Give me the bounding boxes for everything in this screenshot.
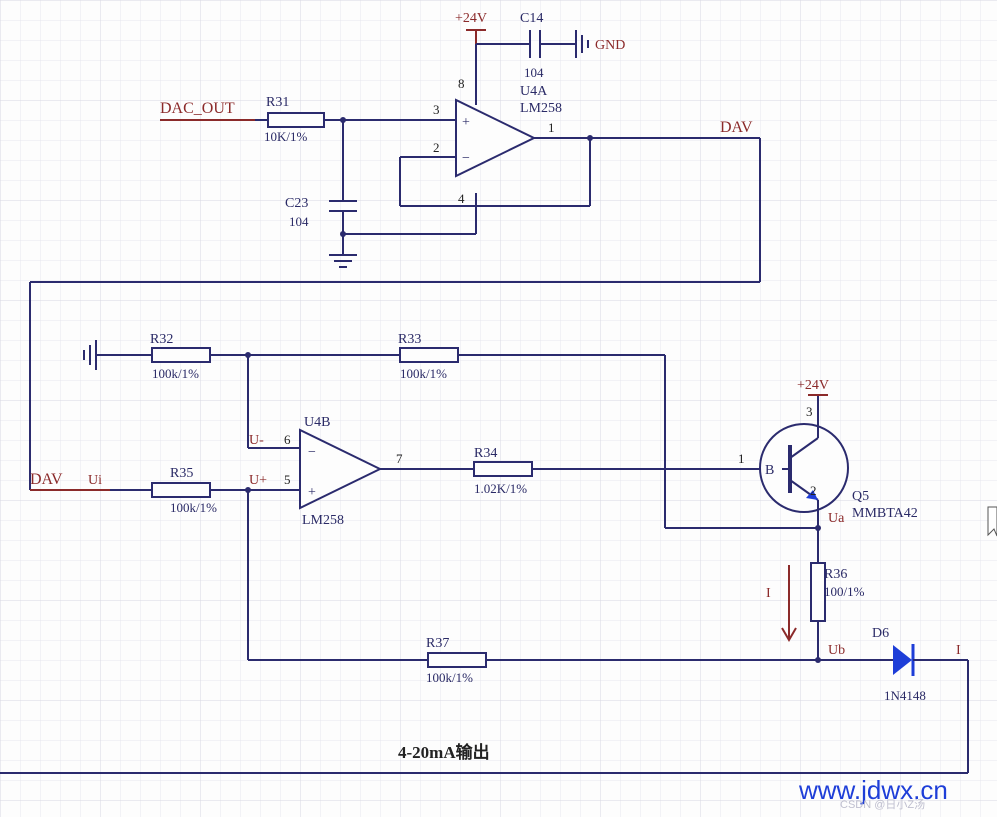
u4a-plus-sign: + xyxy=(462,115,470,130)
r31-resistor xyxy=(267,112,325,128)
net-label-u-minus: U- xyxy=(249,433,264,448)
u4a-pin1: 1 xyxy=(548,120,555,135)
r33-value: 100k/1% xyxy=(400,366,447,381)
q5-pin3: 3 xyxy=(806,404,813,419)
u4b-pin5: 5 xyxy=(284,472,291,487)
u4a-opamp xyxy=(455,98,537,178)
u4b-minus-sign: − xyxy=(308,445,316,460)
u4a-pin3: 3 xyxy=(433,102,440,117)
u4a-pin8: 8 xyxy=(458,76,465,91)
q5-pin2: 2 xyxy=(810,483,817,498)
r36-value: 100/1% xyxy=(824,584,865,599)
u4a-stage: DAC_OUT R31 10K/1% C23 104 + − 3 2 1 8 4 xyxy=(29,11,761,490)
csdn-watermark: CSDN @日小Z汤 xyxy=(840,797,925,811)
u4a-value: LM258 xyxy=(520,101,562,116)
u4b-plus-sign: + xyxy=(308,485,316,500)
r37-resistor xyxy=(427,652,487,668)
vcc-label-q5: +24V xyxy=(797,378,829,393)
u4b-stage: R32 100k/1% R33 100k/1% U- DAV Ui R35 10… xyxy=(0,332,969,774)
r31-ref: R31 xyxy=(266,95,289,110)
r32-ref: R32 xyxy=(150,332,173,347)
net-label-ub: Ub xyxy=(828,643,845,658)
c14-value: 104 xyxy=(524,65,544,80)
u4b-pin7: 7 xyxy=(396,451,403,466)
net-label-dav-top: DAV xyxy=(720,119,753,136)
r34-ref: R34 xyxy=(474,446,497,461)
net-label-i-right: I xyxy=(956,643,961,658)
c23-value: 104 xyxy=(289,214,309,229)
r32-value: 100k/1% xyxy=(152,366,199,381)
r36-resistor xyxy=(810,562,826,622)
u4b-ref: U4B xyxy=(304,415,330,430)
u4b-value: LM258 xyxy=(302,513,344,528)
net-label-ui: Ui xyxy=(88,473,102,488)
net-label-dac-out: DAC_OUT xyxy=(160,100,235,117)
c23-ref: C23 xyxy=(285,196,308,211)
r37-value: 100k/1% xyxy=(426,670,473,685)
q5-ref: Q5 xyxy=(852,489,869,504)
d6-ref: D6 xyxy=(872,626,889,641)
r35-resistor xyxy=(151,482,211,498)
r32-resistor xyxy=(151,347,211,363)
r36-ref: R36 xyxy=(824,567,847,582)
vcc-label-top: +24V xyxy=(455,11,487,26)
q5-value: MMBTA42 xyxy=(852,506,918,521)
u4a-pin2: 2 xyxy=(433,140,440,155)
mouse-cursor-icon xyxy=(987,506,997,537)
u4a-pin4: 4 xyxy=(458,191,465,206)
r33-resistor xyxy=(399,347,459,363)
q5-pin1: 1 xyxy=(738,451,745,466)
net-label-u-plus: U+ xyxy=(249,473,267,488)
diagram-caption: 4-20mA输出 xyxy=(398,742,490,762)
r34-value: 1.02K/1% xyxy=(474,481,527,496)
net-label-ua: Ua xyxy=(828,511,845,526)
u4b-pin6: 6 xyxy=(284,432,291,447)
site-watermark: www.jdwx.cn xyxy=(798,775,948,805)
u4a-minus-sign: − xyxy=(462,151,470,166)
d6-value: 1N4148 xyxy=(884,688,926,703)
r35-ref: R35 xyxy=(170,466,193,481)
r34-resistor xyxy=(473,461,533,477)
u4b-opamp xyxy=(299,428,383,510)
c14-ref: C14 xyxy=(520,11,543,26)
r35-value: 100k/1% xyxy=(170,500,217,515)
net-label-dav-left: DAV xyxy=(30,471,63,488)
ground-symbol-c23 xyxy=(329,254,357,268)
q5-transistor: B xyxy=(759,423,849,513)
gnd-label: GND xyxy=(595,38,625,53)
ground-symbol-c14 xyxy=(575,30,589,58)
r31-value: 10K/1% xyxy=(264,129,308,144)
q5-base-mark: B xyxy=(765,463,774,478)
current-arrow-label: I xyxy=(766,586,771,601)
u4a-ref: U4A xyxy=(520,84,548,99)
r37-ref: R37 xyxy=(426,636,449,651)
r33-ref: R33 xyxy=(398,332,421,347)
